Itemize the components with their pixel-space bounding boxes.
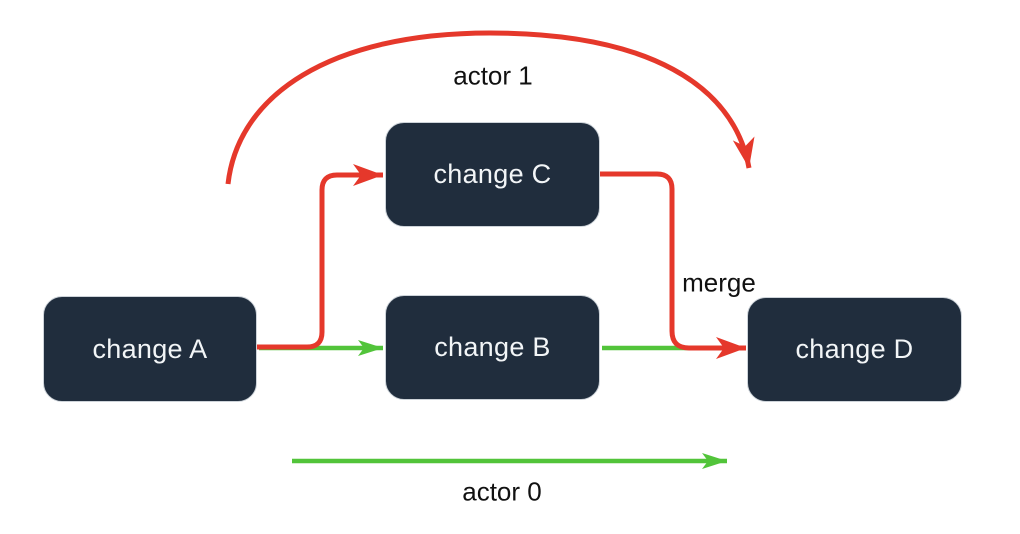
node-change-a-label: change A: [92, 333, 208, 364]
node-change-c: change C: [385, 122, 600, 227]
edge-red-c-to-d-merge: [600, 171, 746, 359]
edge-red-a-to-c: [257, 164, 383, 350]
node-change-d-label: change D: [795, 334, 914, 364]
edge-red-actor1-arc: [225, 30, 755, 185]
node-change-d: change D: [747, 297, 962, 402]
node-change-b: change B: [385, 295, 600, 400]
node-change-b-label: change B: [434, 332, 551, 362]
node-change-a: change A: [43, 296, 257, 402]
label-actor-1: actor 1: [453, 60, 533, 91]
label-merge: merge: [682, 267, 756, 298]
label-actor-0: actor 0: [462, 476, 542, 507]
node-change-c-label: change C: [433, 159, 552, 189]
